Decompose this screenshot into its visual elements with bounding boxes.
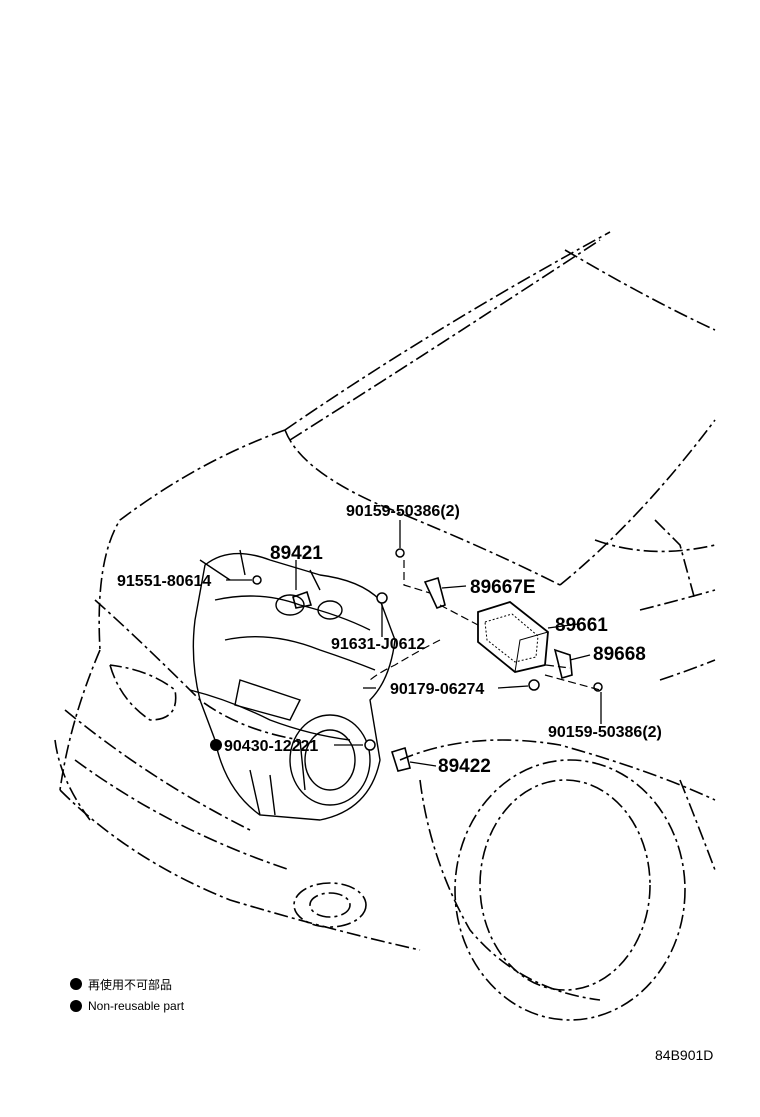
- label-89668: 89668: [593, 644, 646, 665]
- label-89422: 89422: [438, 756, 491, 777]
- diagram-code: 84B901D: [655, 1047, 714, 1063]
- legend: 再使用不可部品 Non-reusable part: [70, 973, 184, 1017]
- engine-assembly: [189, 549, 396, 821]
- label-90159-50386-bottom: 90159-50386(2): [548, 724, 662, 741]
- bullet-icon: [70, 1000, 82, 1012]
- assembly-lines: [369, 560, 601, 691]
- label-90179-06274: 90179-06274: [390, 681, 484, 698]
- label-91551-80614: 91551-80614: [117, 573, 211, 590]
- label-90159-50386-top: 90159-50386(2): [346, 503, 460, 520]
- legend-row-jp: 再使用不可部品: [70, 973, 184, 995]
- legend-row-en: Non-reusable part: [70, 995, 184, 1017]
- label-89421: 89421: [270, 543, 323, 564]
- non-reusable-marker: [210, 739, 222, 751]
- label-91631-J0612: 91631-J0612: [331, 636, 425, 653]
- bullet-icon: [70, 978, 82, 990]
- label-89667E: 89667E: [470, 577, 536, 598]
- brackets: [292, 576, 573, 772]
- label-90430-12221: 90430-12221: [224, 738, 318, 755]
- ecu-module: [477, 600, 549, 673]
- label-89661: 89661: [555, 615, 608, 636]
- legend-en-text: Non-reusable part: [88, 999, 185, 1013]
- car-body-outline: [54, 231, 716, 1021]
- leader-lines: [226, 520, 602, 767]
- fasteners: [252, 548, 603, 751]
- legend-jp-text: 再使用不可部品: [88, 977, 173, 992]
